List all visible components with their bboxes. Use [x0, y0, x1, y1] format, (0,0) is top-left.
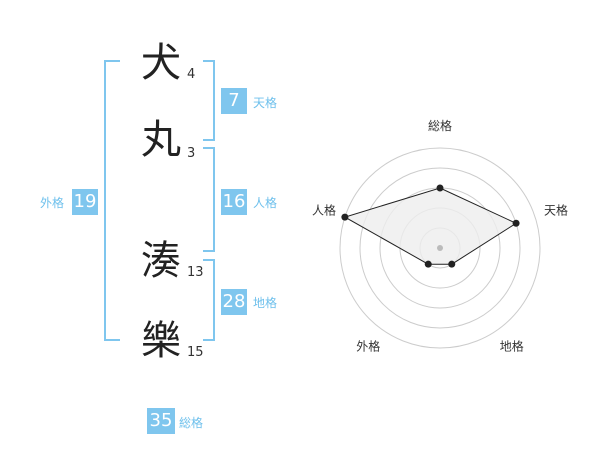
radar-axis-label: 外格: [356, 339, 380, 354]
chikaku-bracket: [203, 259, 215, 341]
radar-axis-label: 天格: [544, 202, 568, 217]
gaikaku-bracket: [104, 60, 120, 341]
radar-axis-label: 人格: [312, 202, 336, 217]
radar-point-1: [436, 184, 444, 192]
jinkaku-bracket: [203, 147, 215, 252]
stroke-count-2: 3: [187, 146, 196, 161]
tenkaku-bracket: [203, 60, 215, 141]
jinkaku-label: 人格: [253, 196, 278, 210]
soukaku-value: 35: [147, 408, 175, 434]
name-char-4: 樂: [141, 318, 181, 364]
radar-ring: [359, 167, 521, 329]
name-char-2: 丸: [141, 117, 181, 163]
stroke-count-1: 4: [187, 67, 196, 82]
chikaku-value: 28: [221, 289, 247, 315]
jinkaku-value: 16: [221, 189, 247, 215]
name-char-3: 湊: [141, 238, 181, 284]
chikaku-label: 地格: [253, 296, 278, 310]
radar-point-3: [448, 260, 456, 268]
tenkaku-label: 天格: [253, 96, 278, 110]
radar-point-4: [424, 260, 432, 268]
radar-ring: [339, 147, 541, 349]
radar-center-dot: [437, 245, 443, 251]
stroke-count-3: 13: [187, 265, 204, 280]
radar-series-polygon: [343, 187, 518, 265]
tenkaku-value: 7: [221, 88, 247, 114]
radar-point-2: [512, 219, 520, 227]
radar-axis-label: 総格: [428, 118, 452, 133]
stroke-count-4: 15: [187, 345, 204, 360]
soukaku-label: 総格: [179, 416, 204, 430]
radar-axis-label: 地格: [500, 339, 524, 354]
gaikaku-value: 19: [72, 189, 98, 215]
name-char-1: 犬: [141, 40, 181, 86]
gaikaku-label: 外格: [40, 196, 65, 210]
radar-point-5: [341, 213, 349, 221]
